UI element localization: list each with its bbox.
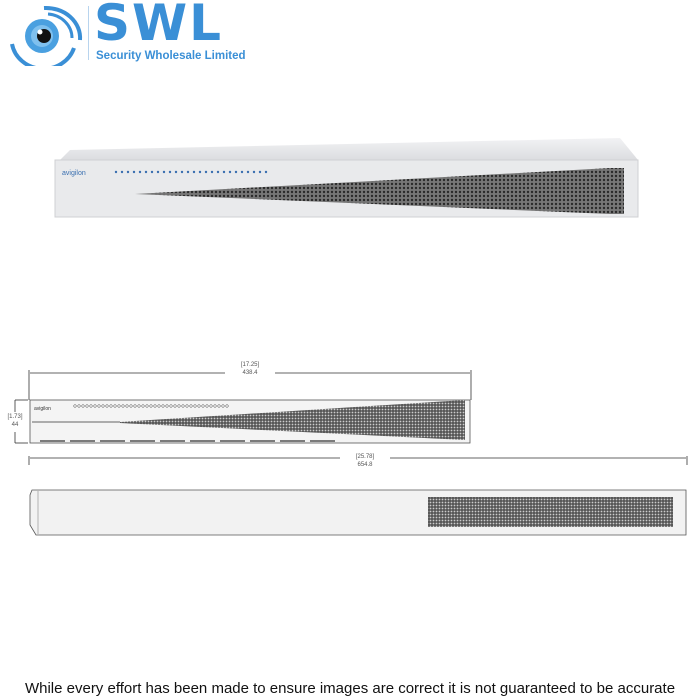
width-label: [17.25] 438.4 [225, 361, 275, 377]
product-photo: avigilon [54, 138, 639, 218]
width-mm: 438.4 [242, 370, 258, 376]
diagram-brand: avigilon [34, 406, 51, 412]
disclaimer-text: While every effort has been made to ensu… [24, 680, 676, 697]
logo-subtitle: Security Wholesale Limited [96, 50, 246, 62]
height-label: [1.73] 44 [2, 413, 28, 429]
dimension-drawing: avigilon [14, 370, 688, 536]
eye-logo-icon [10, 5, 83, 66]
height-mm: 44 [11, 422, 19, 428]
depth-mm: 654.8 [357, 462, 373, 468]
logo-divider [88, 6, 89, 60]
depth-label: [25.78] 654.8 [340, 453, 390, 469]
depth-inches: [25.78] [355, 454, 375, 460]
height-inches: [1.73] [7, 414, 23, 420]
product-brand: avigilon [62, 170, 86, 177]
width-inches: [17.25] [240, 362, 260, 368]
logo-letters: SWL [94, 0, 224, 52]
